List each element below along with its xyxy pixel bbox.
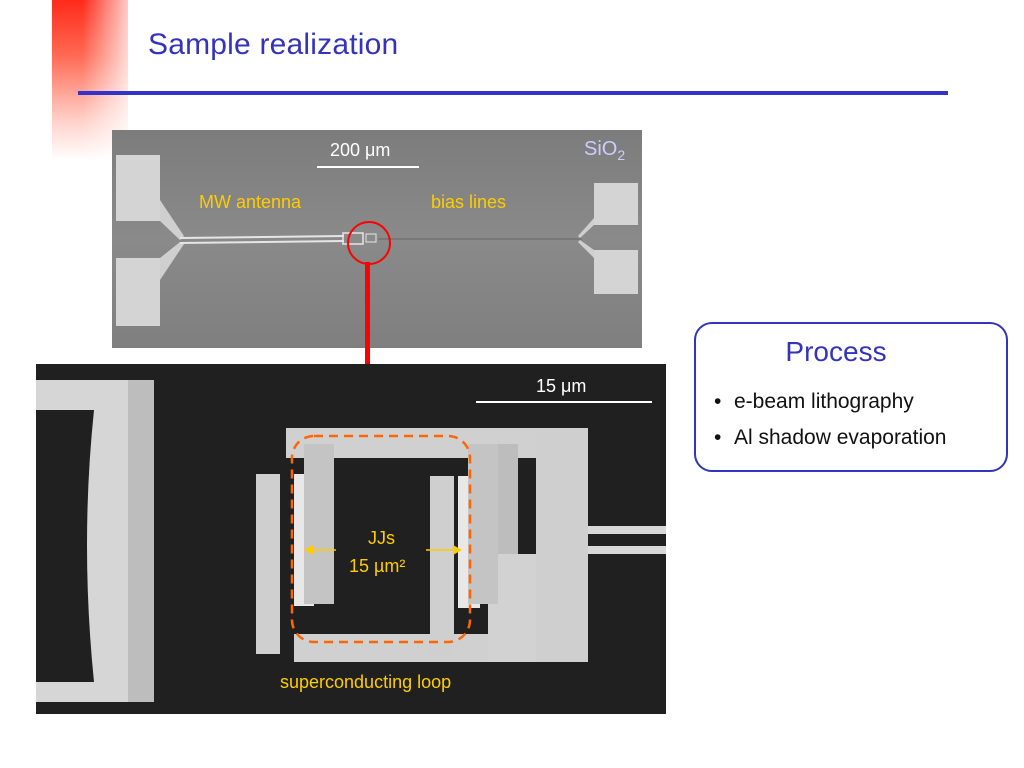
loop-right-column bbox=[536, 428, 588, 662]
material-label: SiO2 bbox=[584, 138, 626, 163]
right-upper-taper bbox=[578, 218, 594, 238]
bottom-scale-label: 15 μm bbox=[536, 376, 587, 396]
bullet-icon: • bbox=[714, 390, 722, 413]
device-junction bbox=[365, 233, 377, 243]
slide-title: Sample realization bbox=[148, 28, 399, 61]
process-item: •Al shadow evaporation bbox=[714, 426, 947, 449]
jj-area-label: 15 µm² bbox=[349, 556, 406, 576]
antenna-line-2 bbox=[179, 240, 345, 244]
jj-label: JJs bbox=[368, 528, 395, 548]
right-upper-pad bbox=[594, 183, 638, 225]
left-lower-taper bbox=[160, 242, 184, 280]
feed-line-top bbox=[588, 526, 666, 534]
right-lower-pad bbox=[594, 250, 638, 294]
highlight-circle bbox=[347, 221, 391, 265]
loop-label: superconducting loop bbox=[280, 672, 452, 692]
sem-detail-image: 15 μm JJs 15 µm² superconducting loop bbox=[36, 364, 666, 714]
process-list: •e-beam lithography •Al shadow evaporati… bbox=[714, 390, 946, 462]
left-upper-pad bbox=[116, 155, 160, 221]
top-scale-label: 200 μm bbox=[330, 140, 391, 160]
left-frame bbox=[36, 380, 154, 702]
process-heading: Process bbox=[785, 336, 887, 367]
feed-line-bottom bbox=[588, 546, 666, 554]
bullet-icon: • bbox=[714, 426, 722, 449]
corner-accent bbox=[52, 0, 128, 160]
device-frame bbox=[342, 232, 364, 245]
title-rule bbox=[78, 91, 948, 95]
left-electrode-outer bbox=[256, 474, 280, 654]
right-lower-taper bbox=[578, 240, 594, 258]
left-upper-taper bbox=[160, 200, 184, 240]
loop-outline bbox=[290, 434, 472, 644]
sem-overview-image: 200 μm SiO2 MW antenna bias lines bbox=[112, 130, 642, 348]
antenna-label: MW antenna bbox=[199, 192, 302, 212]
bias-label: bias lines bbox=[431, 192, 507, 212]
antenna-line-1 bbox=[179, 235, 345, 239]
right-electrode-outer bbox=[430, 476, 454, 656]
left-lower-pad bbox=[116, 258, 160, 326]
process-item: •e-beam lithography bbox=[714, 390, 914, 413]
process-box: Process •e-beam lithography •Al shadow e… bbox=[694, 322, 1008, 472]
